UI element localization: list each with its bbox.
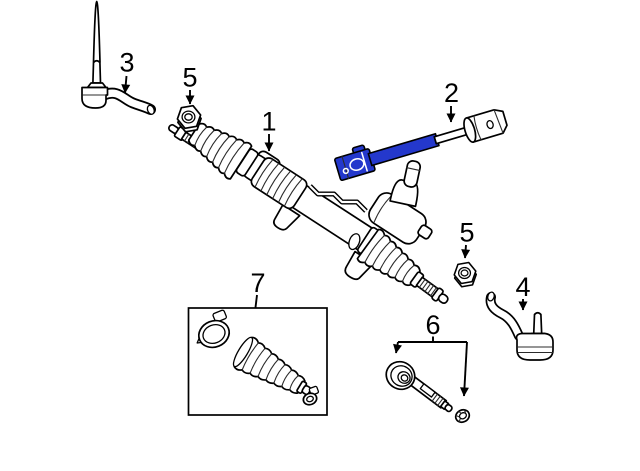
part-6-inner-tie-rod[interactable] [381,356,471,424]
boot-bellows [232,336,312,396]
callout-7-label[interactable]: 7 [250,268,265,298]
callout-5-upper-label[interactable]: 5 [182,63,197,93]
callout-6-label[interactable]: 6 [425,310,440,340]
pinion-input-shaft [389,160,422,208]
left-boot [187,122,253,180]
part-7-boot-kit[interactable] [187,307,328,416]
ball-stud [92,1,102,84]
ball-stud [532,311,543,336]
callout-1-label[interactable]: 1 [261,107,276,137]
right-boot [356,228,449,305]
boot-clamp-large [196,309,231,349]
callout-2-label[interactable]: 2 [444,78,459,108]
part-2-coupling-shaft-highlighted[interactable] [333,104,509,182]
callout-7[interactable]: 7 [250,268,266,308]
part-1-steering-gear-assembly[interactable] [166,115,458,317]
part-3-outer-tie-rod-left[interactable] [81,1,156,116]
callout-6[interactable]: 6 [393,310,469,397]
rack-housing [235,148,433,281]
boot-clamp-small [302,385,320,406]
splined-shaft [367,132,440,167]
callout-5-upper[interactable]: 5 [182,63,198,105]
callout-3[interactable]: 3 [119,48,135,94]
part-4-outer-tie-rod-right[interactable] [485,291,554,361]
callout-5-middle[interactable]: 5 [459,218,475,259]
callout-4[interactable]: 4 [515,272,531,311]
part-5-hex-nut-middle[interactable] [453,261,478,288]
hydraulic-pipe [308,184,368,213]
callout-5-middle-label[interactable]: 5 [459,218,474,248]
callout-2[interactable]: 2 [444,78,459,123]
jam-nut [454,408,471,424]
callout-3-label[interactable]: 3 [119,48,134,78]
ball-housing [81,86,109,109]
callout-1[interactable]: 1 [261,107,277,152]
inner-ball-housing [385,360,416,391]
callout-4-label[interactable]: 4 [515,272,530,302]
